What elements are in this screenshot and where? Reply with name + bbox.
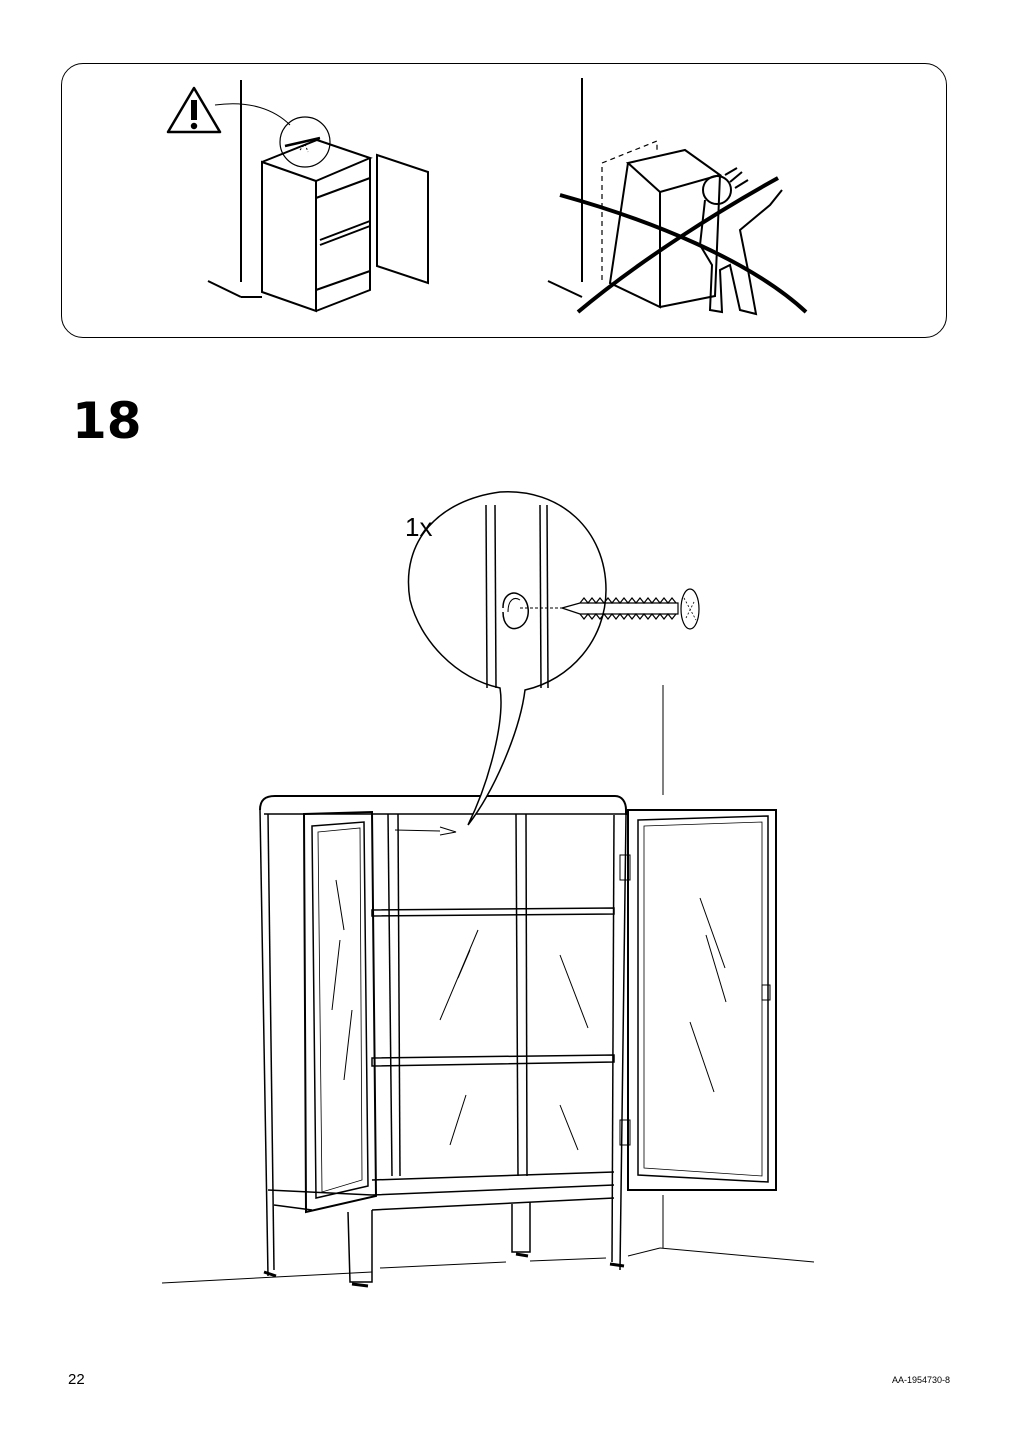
document-id: AA-1954730-8: [891, 1375, 950, 1385]
wall-anchored-cabinet-illustration: [207, 80, 429, 313]
zoom-callout: [407, 491, 607, 826]
quantity-label: 1x: [405, 512, 433, 542]
screw-icon: [559, 588, 700, 630]
safety-warning-panel: [61, 63, 947, 338]
tipping-cabinet-illustration: [547, 78, 808, 316]
cabinet-illustration: [161, 685, 815, 1288]
step-number: 18: [72, 392, 142, 450]
page-number: 22: [68, 1371, 85, 1388]
warning-triangle-icon: [166, 86, 222, 134]
